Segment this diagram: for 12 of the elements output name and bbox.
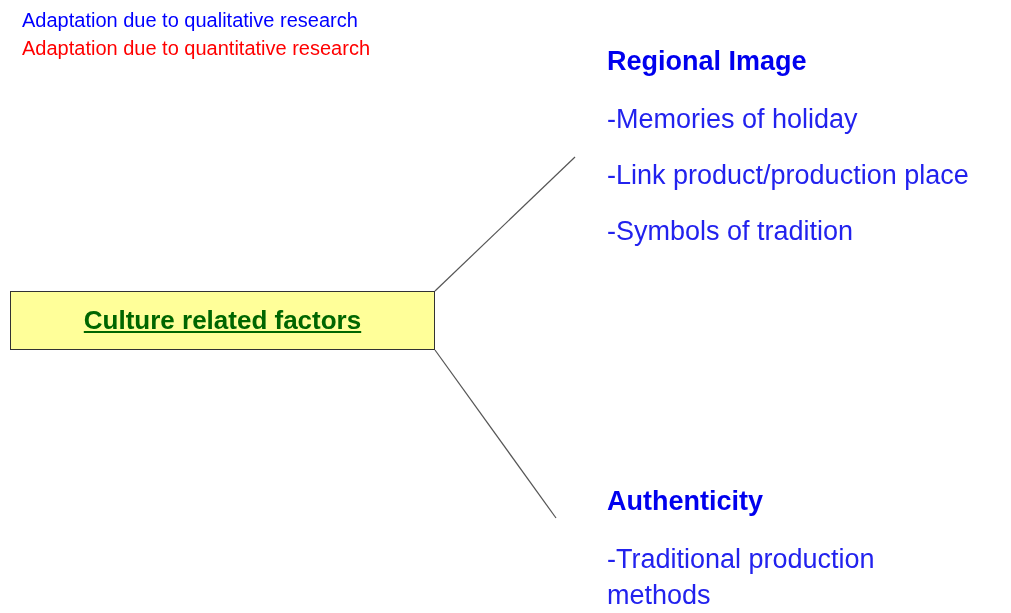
factor-item: -Link product/production place <box>607 159 970 192</box>
factor-item: -Traditional production methods <box>607 543 876 612</box>
factor-heading: Regional Image <box>607 45 808 77</box>
factor-item: -Symbols of tradition <box>607 215 855 248</box>
factor-heading: Authenticity <box>607 485 764 517</box>
connector-line <box>434 349 557 519</box>
factor-box <box>10 291 435 350</box>
connector-line <box>434 156 576 292</box>
legend-text: Adaptation due to qualitative research <box>22 8 359 33</box>
factor-item: -Memories of holiday <box>607 103 859 136</box>
legend-text: Adaptation due to quantitative research <box>22 36 371 61</box>
box-title: Culture related factors <box>83 305 362 336</box>
